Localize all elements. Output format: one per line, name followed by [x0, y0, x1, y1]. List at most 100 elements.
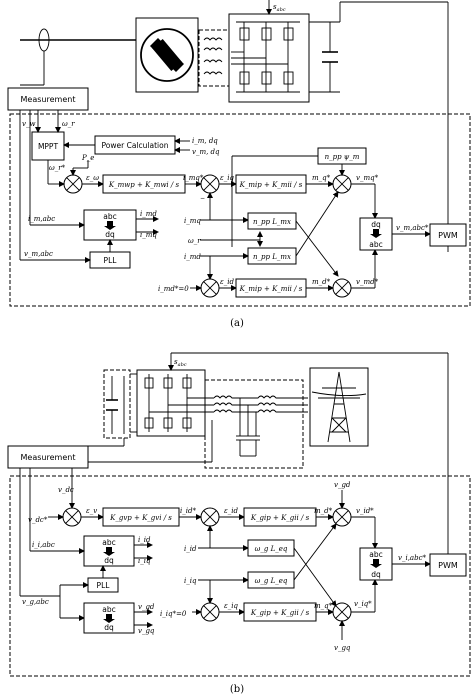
- igbt-bridge-icon: [231, 21, 300, 93]
- label-omega-r-2: ω_r: [188, 237, 201, 245]
- switch-signal-label: sabc: [273, 3, 286, 13]
- label-m-d-ref: m_d*: [312, 278, 331, 286]
- label-i-md-ref: i_md*=0: [158, 285, 189, 293]
- grid-box: [309, 367, 369, 447]
- pwm-block-b: [429, 553, 467, 577]
- pi-speed-label: K_mwp + K_mwi / s: [108, 181, 180, 189]
- transmission-tower-icon: [311, 371, 367, 443]
- label-i-md: i_md: [140, 210, 157, 218]
- inverter-box: [136, 369, 206, 437]
- diagram-b: sabc Measurement v_dc* v_dc ε_v K_gvp + …: [7, 352, 471, 695]
- pll-label-b: PLL: [97, 581, 111, 590]
- label-omega-r: ω_r: [62, 120, 75, 128]
- power-calculation-label: Power Calculation: [102, 141, 169, 150]
- abc-dq-voltage-bottom: dq: [104, 623, 114, 632]
- ff-flux-label: n_pp ψ_m: [325, 153, 360, 161]
- pll-label: PLL: [104, 256, 118, 265]
- label-v-i-abc-ref: v_i,abc*: [398, 554, 426, 562]
- mppt-block: [31, 131, 65, 161]
- label-i-iq-ref: i_iq*=0: [160, 610, 187, 618]
- abc-dq-bottom-b: dq: [104, 556, 114, 565]
- transformer-icon: [203, 37, 223, 75]
- dq-abc-bottom: abc: [369, 240, 382, 249]
- ff-ld-label-b: ω_g L_eq: [255, 545, 288, 553]
- dq-abc-top: dq: [371, 220, 381, 229]
- label-m-q-ref: m_q*: [312, 174, 331, 182]
- label-eps-id-b: ε_id: [224, 507, 238, 515]
- label-i-mq-in: i_mq: [184, 217, 201, 225]
- controller-border-a: [9, 113, 471, 307]
- dq-abc-top-b: abc: [369, 550, 382, 559]
- label-m-d-ref-b: m_d*: [314, 507, 333, 515]
- label-v-mq-ref: v_mq*: [356, 174, 379, 182]
- label-i-id-in: i_id: [184, 545, 197, 553]
- filter-box: [204, 379, 304, 469]
- measurement-label: Measurement: [21, 95, 76, 104]
- pi-d-label: K_mip + K_mii / s: [239, 285, 303, 293]
- caption-a: (a): [230, 318, 244, 329]
- label-i-md-in: i_md: [184, 253, 201, 261]
- power-circuit-b: sabc: [88, 352, 449, 556]
- label-v-gd: v_gd: [138, 603, 155, 611]
- filter-icon: [213, 395, 308, 457]
- pwm-label: PWM: [438, 231, 458, 240]
- mppt-label: MPPT: [38, 142, 59, 151]
- label-v-dc: v_dc: [58, 486, 74, 494]
- label-v-m-dq: v_m, dq: [192, 148, 220, 156]
- abc-dq-top: abc: [103, 212, 116, 221]
- pi-d-label-b: K_gip + K_gii / s: [250, 514, 310, 522]
- abc-dq-top-b: abc: [102, 538, 115, 547]
- label-i-iq-in: i_iq: [184, 577, 197, 585]
- label-i-id-ref: i_id*: [180, 507, 196, 515]
- pi-q-label-b: K_gip + K_gii / s: [250, 609, 310, 617]
- pi-v-label: K_gvp + K_gvi / s: [109, 514, 172, 522]
- ff-lq-label-b: ω_g L_eq: [255, 577, 288, 585]
- label-eps-v: ε_v: [86, 507, 97, 515]
- diagram-a: sabc Measurement MPPT Power Calculation …: [7, 0, 471, 329]
- measurement-label-b: Measurement: [21, 453, 76, 462]
- svg-text:−: −: [200, 195, 205, 202]
- ff-ld-label: n_pp L_mx: [253, 253, 291, 261]
- controller-border-b: [9, 475, 471, 677]
- ff-lq-label: n_pp L_mx: [253, 218, 291, 226]
- label-i-m-abc: i_m,abc: [28, 215, 55, 223]
- power-circuit-a: sabc: [20, 0, 449, 252]
- label-v-gq-bot: v_gq: [334, 644, 351, 652]
- label-i-mq-ref: i_mq*: [183, 174, 204, 182]
- label-v-gq: v_gq: [138, 627, 155, 635]
- label-v-id-ref: v_id*: [356, 507, 374, 515]
- label-v-m-abc: v_m,abc: [24, 250, 53, 258]
- igbt-bridge-icon-b: [144, 374, 214, 432]
- abc-dq-bottom: dq: [105, 230, 115, 239]
- label-v-dc-ref: v_dc*: [28, 516, 48, 524]
- label-v-m-abc-ref: v_m,abc*: [396, 224, 429, 232]
- pwm-block: [429, 223, 467, 247]
- label-v-iq-ref: v_iq*: [354, 600, 372, 608]
- label-eps-id: ε_id: [220, 278, 234, 286]
- label-i-iq: i_iq: [138, 557, 151, 565]
- label-omega-r-ref: ω_r*: [49, 164, 66, 172]
- label-i-id: i_id: [138, 536, 151, 544]
- label-v-g-abc: v_g,abc: [22, 598, 49, 606]
- label-i-i-abc: i_i,abc: [32, 541, 55, 549]
- dc-link-box: [103, 369, 131, 439]
- dq-abc-bottom-b: dq: [371, 570, 381, 579]
- measurement-block-b: [7, 445, 89, 469]
- label-m-q-ref-b: m_q*: [314, 602, 333, 610]
- pi-q-label: K_mip + K_mii / s: [239, 181, 303, 189]
- label-v-gd-top: v_gd: [334, 481, 351, 489]
- switch-signal-label-b: sabc: [174, 358, 187, 368]
- label-P-e: P_e: [81, 154, 94, 162]
- abc-dq-voltage-top: abc: [102, 605, 115, 614]
- label-i-mq: i_mq: [140, 231, 157, 239]
- label-eps-w: ε_ω: [86, 174, 99, 182]
- label-v-md-ref: v_md*: [356, 278, 379, 286]
- pwm-label-b: PWM: [438, 561, 458, 570]
- label-v-w: v_w: [22, 120, 35, 128]
- caption-b: (b): [230, 684, 244, 695]
- measurement-block: [7, 87, 89, 111]
- label-eps-iq: ε_iq: [220, 174, 234, 182]
- label-i-m-dq: i_m, dq: [192, 137, 218, 145]
- label-eps-iq-b: ε_iq: [224, 602, 238, 610]
